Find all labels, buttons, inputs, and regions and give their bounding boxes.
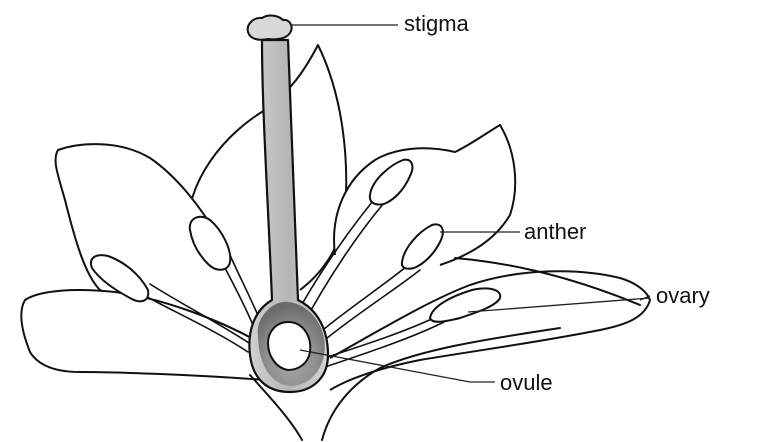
- anther-label: anther: [524, 219, 586, 244]
- ovary-label: ovary: [656, 283, 710, 308]
- stigma: [248, 16, 292, 40]
- ovule: [268, 322, 310, 370]
- stigma-label: stigma: [404, 11, 470, 36]
- ovule-label: ovule: [500, 370, 553, 395]
